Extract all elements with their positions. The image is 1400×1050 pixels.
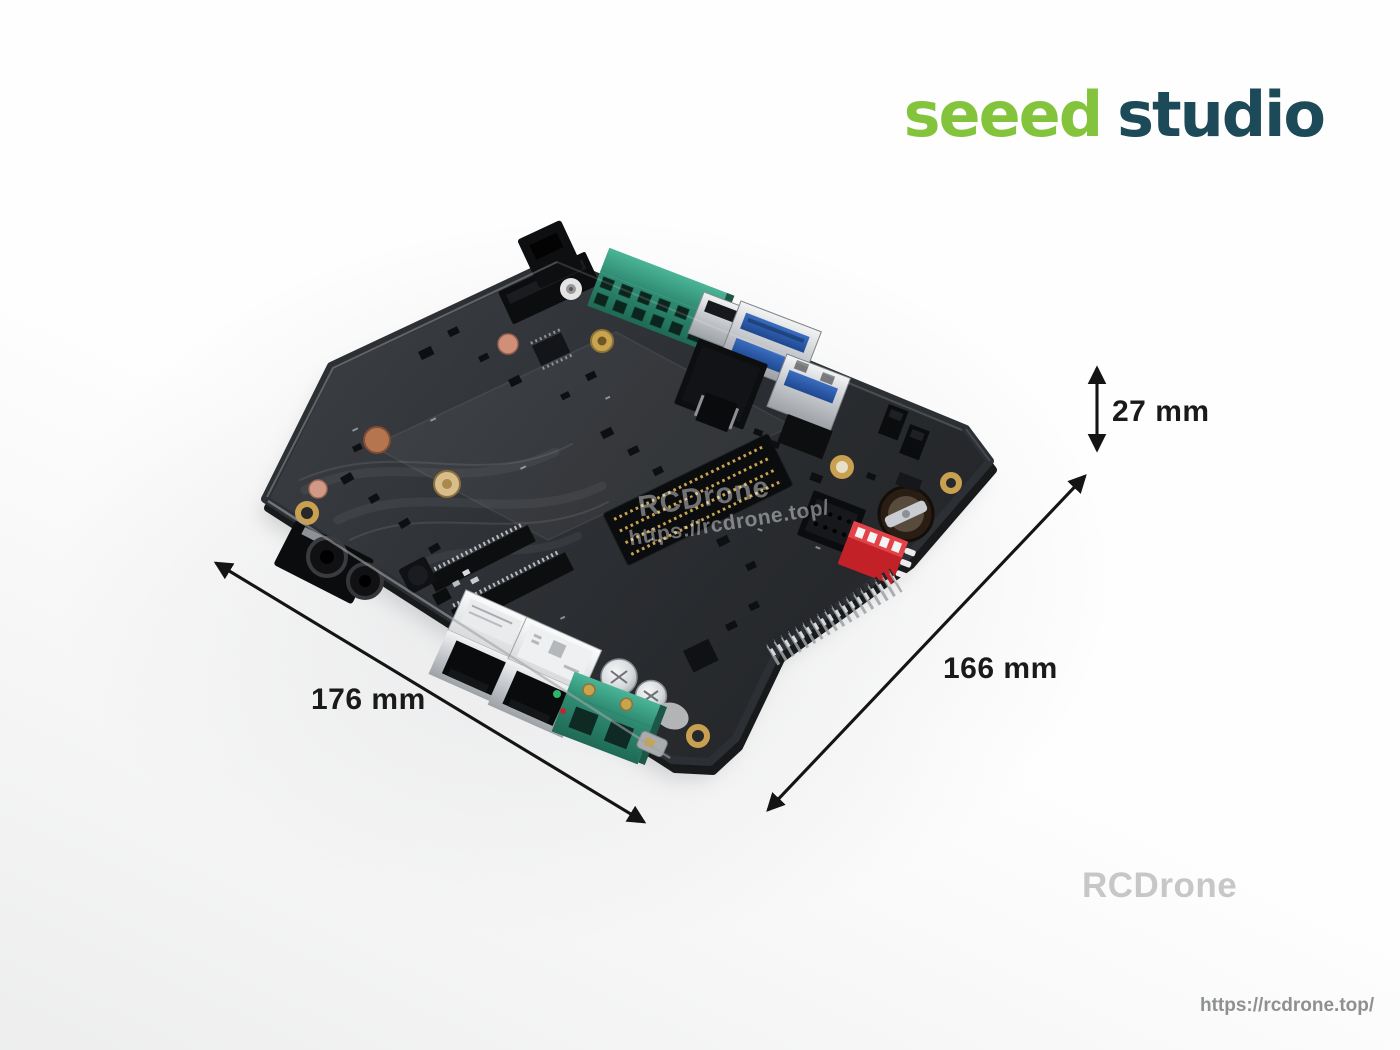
footer-url: https://rcdrone.top/ (1200, 995, 1375, 1016)
jumper-block-pair (877, 404, 930, 461)
dimension-arrow-width (213, 561, 647, 824)
logo-word-studio: studio (1117, 78, 1326, 151)
qfn-chip (683, 638, 719, 673)
qfp-chip (693, 392, 740, 433)
seeed-studio-logo: seeed studio (903, 78, 1326, 151)
dimension-label-height: 27 mm (1112, 395, 1210, 428)
coin-cell-battery-holder (877, 485, 935, 543)
dimension-arrow-depth (766, 474, 1087, 812)
status-led-green (553, 690, 561, 698)
soic-chip (530, 328, 573, 371)
dimension-label-depth: 166 mm (943, 652, 1058, 685)
smd-components (340, 326, 877, 632)
status-led-red (560, 708, 566, 714)
dimension-label-width: 176 mm (311, 683, 426, 716)
edge-post-b (819, 372, 836, 386)
dc-jack-body (517, 220, 583, 288)
usb-lower-block (777, 414, 833, 460)
logo-word-seeed: seeed (903, 78, 1103, 151)
board-to-board-connector (603, 433, 793, 566)
corner-watermark: RCDrone (1082, 866, 1238, 905)
edge-post-a (793, 360, 810, 374)
usb3-single-port (766, 353, 852, 432)
dimension-arrows (213, 365, 1107, 824)
tantalum-capacitors (308, 329, 614, 499)
